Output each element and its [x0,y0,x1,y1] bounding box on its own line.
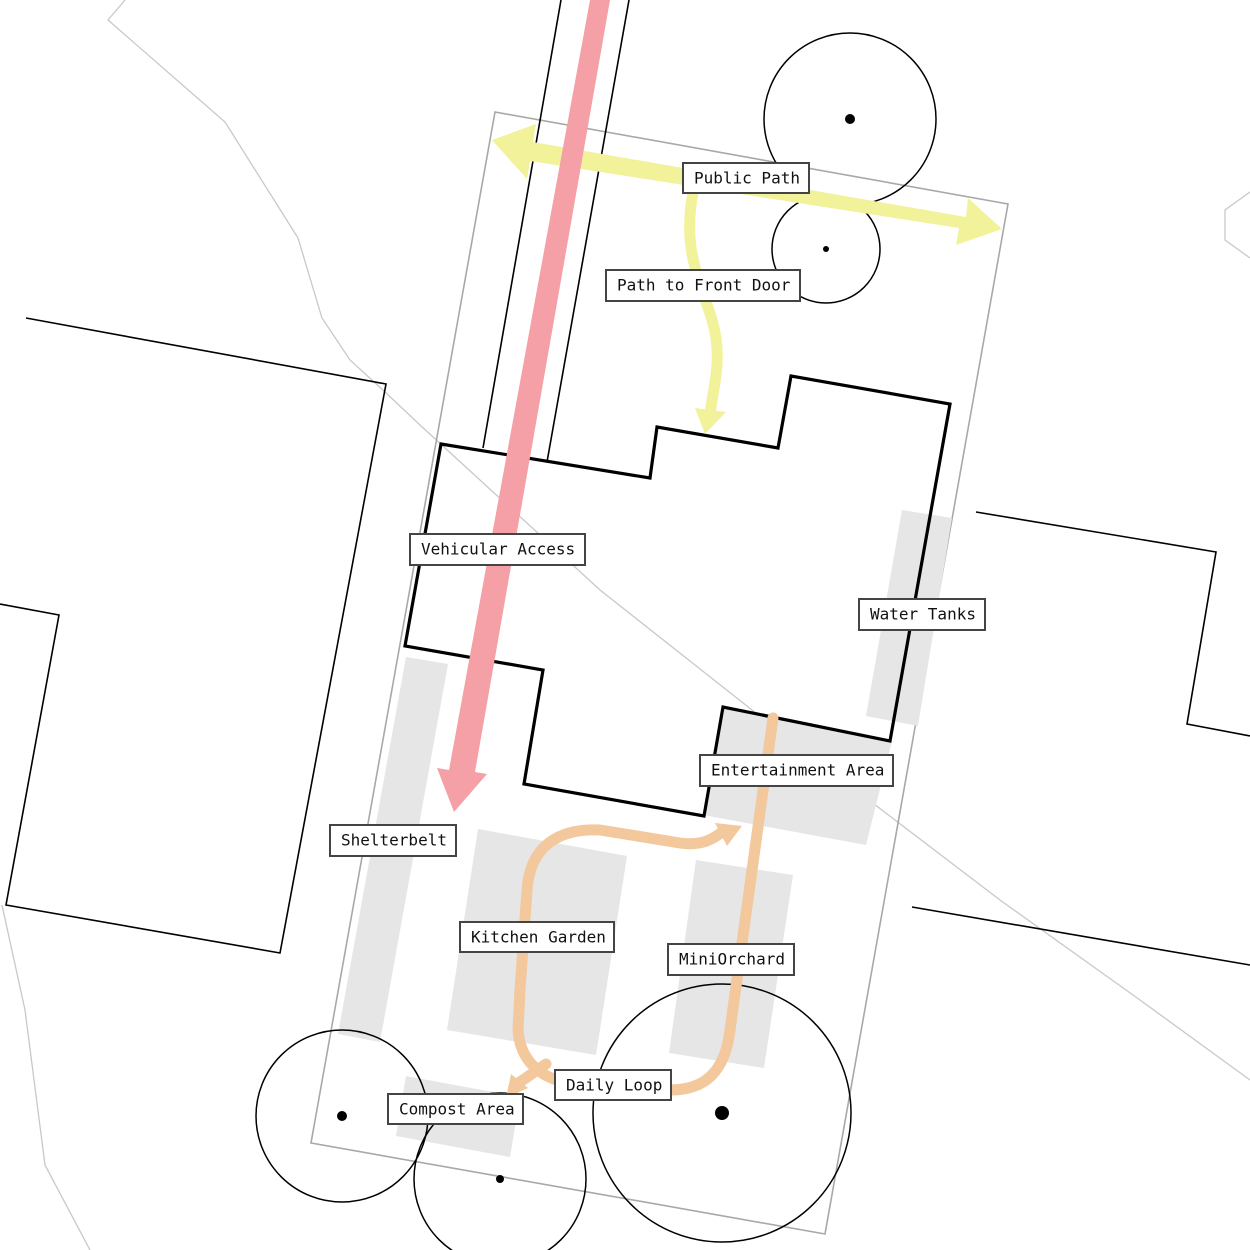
neighbour-building-west [0,317,387,954]
house-outline [403,374,952,818]
label-text: MiniOrchard [679,950,785,969]
driveway-edge [546,0,630,463]
label-text: Kitchen Garden [471,928,606,947]
daily-loop-arrowhead [715,823,742,846]
trees [255,32,937,1250]
label-text: Compost Area [399,1100,515,1119]
label-box [667,943,795,976]
label-text: Vehicular Access [421,540,575,559]
label-box [858,598,986,631]
label-box [459,921,615,953]
contour-line [107,0,1250,1081]
neighbour-buildings [0,317,1250,966]
contour-line [1224,191,1250,259]
label-text: Daily Loop [566,1076,662,1095]
label-daily-loop: Daily Loop [554,1069,672,1101]
label-text: Path to Front Door [617,276,791,295]
label-box [409,533,586,566]
label-entertainment-area: Entertainment Area [699,754,894,787]
label-kitchen-garden: Kitchen Garden [459,921,615,953]
label-public-path: Public Path [682,162,810,194]
driveway-edge [482,0,562,449]
label-path-front-door: Path to Front Door [605,269,801,302]
labels: Public Path Path to Front Door Vehicular… [329,162,986,1125]
label-box [699,754,894,787]
label-box [605,269,801,302]
front-door-arrowhead [695,408,726,434]
label-text: Entertainment Area [711,761,884,780]
label-vehicular-access: Vehicular Access [409,533,586,566]
tree-trunk [715,1106,729,1120]
label-compost-area: Compost Area [387,1093,524,1125]
contour-line [1,904,91,1250]
label-box [387,1093,524,1125]
daily-loop-path [512,712,779,1096]
tree-trunk [845,114,855,124]
vehicular-access-arrow [437,0,610,812]
site-boundary [310,111,1009,1235]
label-text: Water Tanks [870,605,976,624]
daily-loop-branch [514,1058,552,1088]
label-water-tanks: Water Tanks [858,598,986,631]
tree-trunk [823,246,829,252]
label-box [682,162,810,194]
label-text: Shelterbelt [341,831,447,850]
label-box [329,824,457,857]
daily-loop-branch-arrowhead [506,1074,528,1098]
driveway [482,0,630,463]
label-mini-orchard: MiniOrchard [667,943,795,976]
tree-canopy [592,983,852,1243]
tree-trunk [337,1111,347,1121]
label-shelterbelt: Shelterbelt [329,824,457,857]
neighbour-building-east [911,906,1250,966]
label-text: Public Path [694,169,800,188]
neighbour-building-east [975,511,1250,737]
front-door-path [684,186,723,422]
label-box [554,1069,672,1101]
tree-trunk [496,1175,504,1183]
